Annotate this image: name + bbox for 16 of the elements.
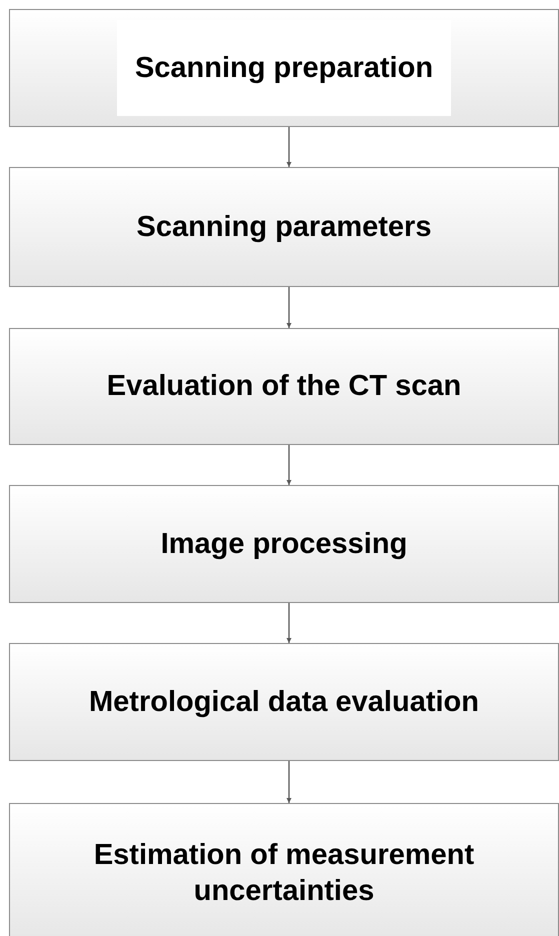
step-label: Estimation of measurement uncertainties [92, 838, 476, 909]
step-label: Image processing [160, 526, 408, 562]
arrow [286, 603, 292, 643]
process-box [9, 328, 559, 445]
step-label: Evaluation of the CT scan [106, 369, 462, 404]
step-label: Scanning parameters [136, 210, 432, 245]
arrow [286, 445, 292, 485]
arrow [286, 761, 292, 803]
process-box [9, 9, 559, 127]
step-label: Metrological data evaluation [88, 684, 480, 720]
process-box [9, 485, 559, 603]
process-box [9, 643, 559, 761]
arrow [286, 287, 292, 328]
process-box [9, 803, 559, 936]
process-box [9, 167, 559, 287]
arrow [286, 127, 292, 167]
